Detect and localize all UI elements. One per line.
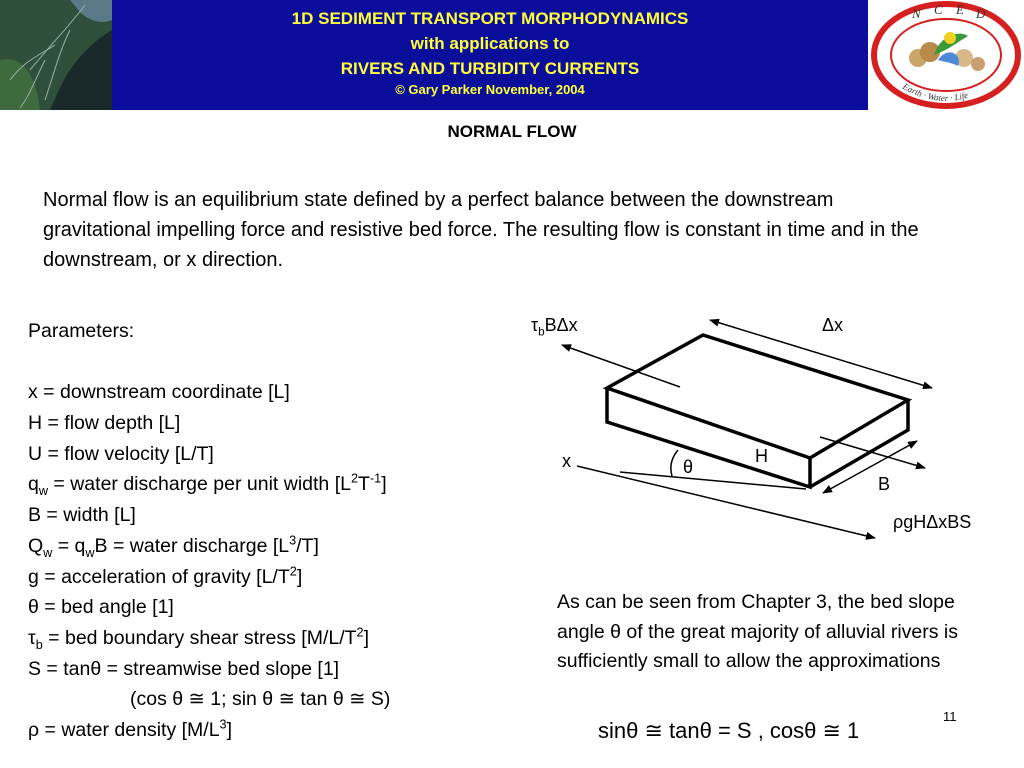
param-Qw-sub2: w — [85, 545, 95, 560]
param-tau-sub: b — [35, 637, 43, 652]
header-title-line2: with applications to — [410, 34, 570, 53]
param-tau: τb = bed boundary shear stress [M/L/T2] — [28, 623, 548, 654]
param-rho: ρ = water density [M/L3] — [28, 715, 548, 746]
param-theta: θ = bed angle [1] — [28, 596, 174, 619]
gravity-force-label: ρgHΔxBS — [893, 512, 972, 532]
param-qw: qw = water discharge per unit width [L2T… — [28, 469, 548, 500]
param-g-desc: g = acceleration of gravity [L/T — [28, 565, 290, 588]
param-rho-desc: ρ = water density [M/L — [28, 718, 220, 741]
spacer — [28, 347, 548, 378]
param-u: U = flow velocity [L/T] — [28, 442, 214, 465]
shear-force-rest: BΔx — [544, 315, 578, 335]
param-g-sup: 2 — [289, 564, 297, 578]
nced-logo: N C E D Earth · Water · Life — [871, 1, 1021, 109]
intro-paragraph: Normal flow is an equilibrium state defi… — [43, 189, 919, 271]
theta-label: θ — [683, 457, 694, 477]
horizontal-reference-line — [619, 471, 807, 490]
param-Qw-desc: B = water discharge [L — [94, 534, 290, 557]
control-volume-diagram: τbBΔx Δx x θ H B ρgHΔxBS — [520, 300, 1024, 550]
x-axis-arrow — [576, 465, 876, 540]
dx-label: Δx — [822, 315, 844, 335]
param-qw-sub: w — [38, 484, 48, 499]
param-approximation: (cos θ ≅ 1; sin θ ≅ tan θ ≅ S) — [130, 688, 391, 711]
logo-letter-c: C — [934, 2, 943, 17]
param-qw-sup2: -1 — [369, 471, 382, 486]
dx-dimension-arrow — [709, 318, 933, 390]
param-g: g = acceleration of gravity [L/T2] — [28, 562, 548, 593]
approximation-note: As can be seen from Chapter 3, the bed s… — [557, 591, 959, 672]
param-qw-t: T — [358, 473, 370, 496]
slide-title: NORMAL FLOW — [447, 122, 577, 141]
param-Qw-sup: 3 — [289, 533, 297, 548]
param-tau-symbol: τ — [28, 626, 36, 649]
param-tau-sup: 2 — [356, 625, 364, 640]
parameters-list: Parameters: x = downstream coordinate [L… — [28, 316, 548, 746]
param-g-end: ] — [296, 565, 303, 588]
control-volume-svg — [561, 318, 933, 540]
x-label: x — [562, 451, 571, 471]
theta-arc — [670, 449, 679, 477]
header-title-band: 1D SEDIMENT TRANSPORT MORPHODYNAMICS wit… — [112, 0, 868, 110]
param-qw-total: Qw = qwB = water discharge [L3/T] — [28, 531, 548, 562]
logo-letter-n: N — [911, 6, 922, 21]
param-qw-end: ] — [381, 473, 387, 496]
page-number: 11 — [943, 709, 957, 724]
param-Qw-end: /T] — [296, 534, 319, 557]
delta-satellite-image — [0, 0, 112, 110]
approximation-equation: sinθ ≅ tanθ = S , cosθ ≅ 1 — [598, 718, 860, 743]
param-tau-end: ] — [363, 626, 369, 649]
width-label: B — [878, 474, 891, 494]
logo-letter-e: E — [955, 2, 964, 17]
gravity-force-arrow — [819, 436, 926, 470]
header-copyright: © Gary Parker November, 2004 — [395, 82, 585, 97]
param-s: S = tanθ = streamwise bed slope [1] — [28, 657, 340, 680]
param-qw-desc: = water discharge per unit width [L — [48, 473, 351, 496]
shear-force-sub: b — [538, 325, 545, 339]
param-Qw-mid: = q — [52, 534, 86, 557]
param-x: x = downstream coordinate [L] — [28, 381, 290, 404]
param-h: H = flow depth [L] — [28, 412, 181, 435]
param-tau-desc: = bed boundary shear stress [M/L/T — [42, 626, 357, 649]
depth-label: H — [755, 446, 768, 466]
param-Qw-sub: w — [43, 545, 53, 560]
shear-force-arrow — [561, 344, 681, 388]
param-rho-end: ] — [226, 718, 233, 741]
param-Qw-symbol: Q — [28, 534, 44, 557]
header-banner: 1D SEDIMENT TRANSPORT MORPHODYNAMICS wit… — [0, 0, 1024, 110]
logo-letter-d: D — [975, 6, 986, 21]
param-b: B = width [L] — [28, 504, 136, 527]
parameters-heading: Parameters: — [28, 320, 135, 342]
header-title-line3: RIVERS AND TURBIDITY CURRENTS — [340, 59, 640, 78]
shear-force-label: τbBΔx — [531, 315, 578, 339]
param-rho-sup: 3 — [219, 717, 227, 732]
shear-force-tau: τ — [531, 315, 539, 335]
param-qw-sup1: 2 — [350, 471, 359, 486]
param-qw-symbol: q — [28, 473, 39, 496]
header-title-line1: 1D SEDIMENT TRANSPORT MORPHODYNAMICS — [291, 9, 689, 28]
width-dimension-arrow — [822, 440, 918, 494]
